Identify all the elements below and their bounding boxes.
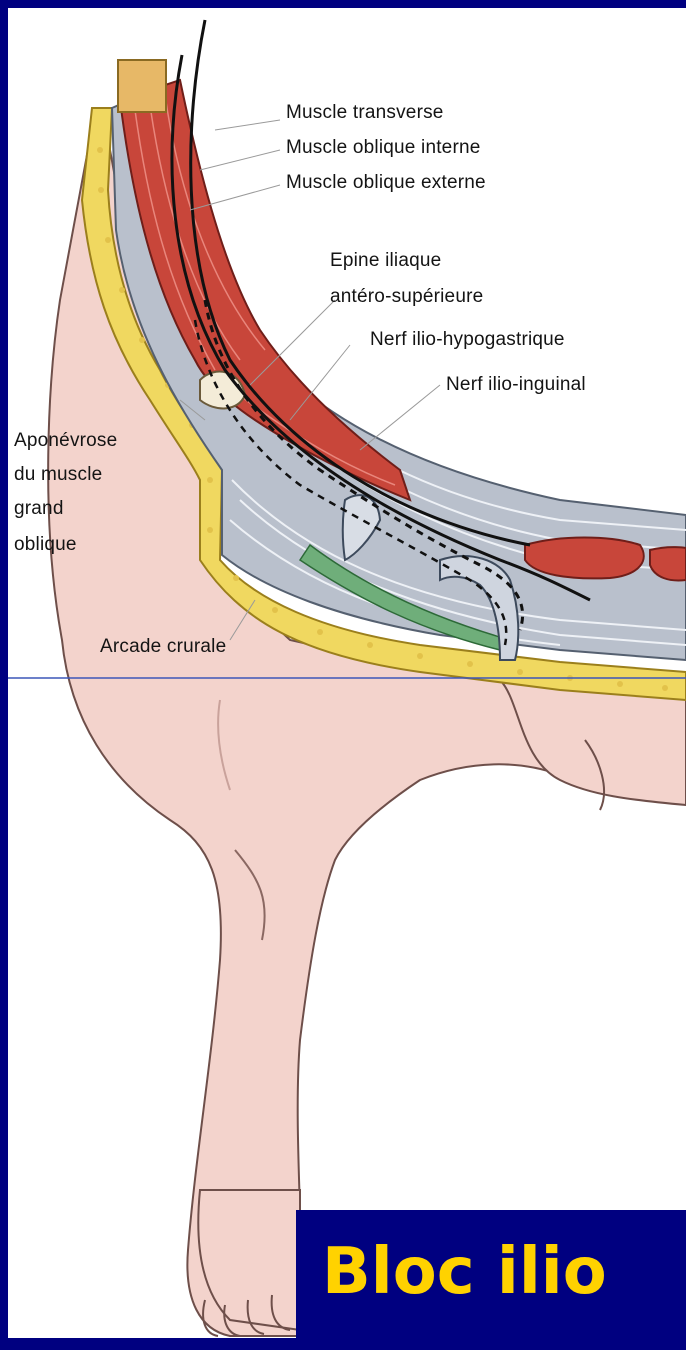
label-nerf-ilio-hypogastrique: Nerf ilio-hypogastrique [370, 329, 565, 350]
title-box: Bloc ilio [296, 1210, 686, 1350]
rectus-section [525, 538, 644, 579]
label-nerf-ilio-inguinal: Nerf ilio-inguinal [446, 374, 586, 395]
label-aponevrose-line4: oblique [14, 534, 77, 555]
label-muscle-oblique-externe: Muscle oblique externe [286, 172, 486, 193]
label-muscle-transverse: Muscle transverse [286, 102, 444, 123]
label-epine-line2: antéro-supérieure [330, 286, 483, 307]
label-aponevrose-line3: grand [14, 498, 64, 519]
label-aponevrose-line1: Aponévrose [14, 430, 117, 451]
label-muscle-oblique-interne: Muscle oblique interne [286, 137, 481, 158]
label-epine-line1: Epine iliaque [330, 250, 441, 271]
label-arcade-crurale: Arcade crurale [100, 636, 226, 657]
bone-stump [118, 60, 166, 112]
label-aponevrose-line2: du muscle [14, 464, 102, 485]
slide-title: Bloc ilio [322, 1240, 607, 1304]
